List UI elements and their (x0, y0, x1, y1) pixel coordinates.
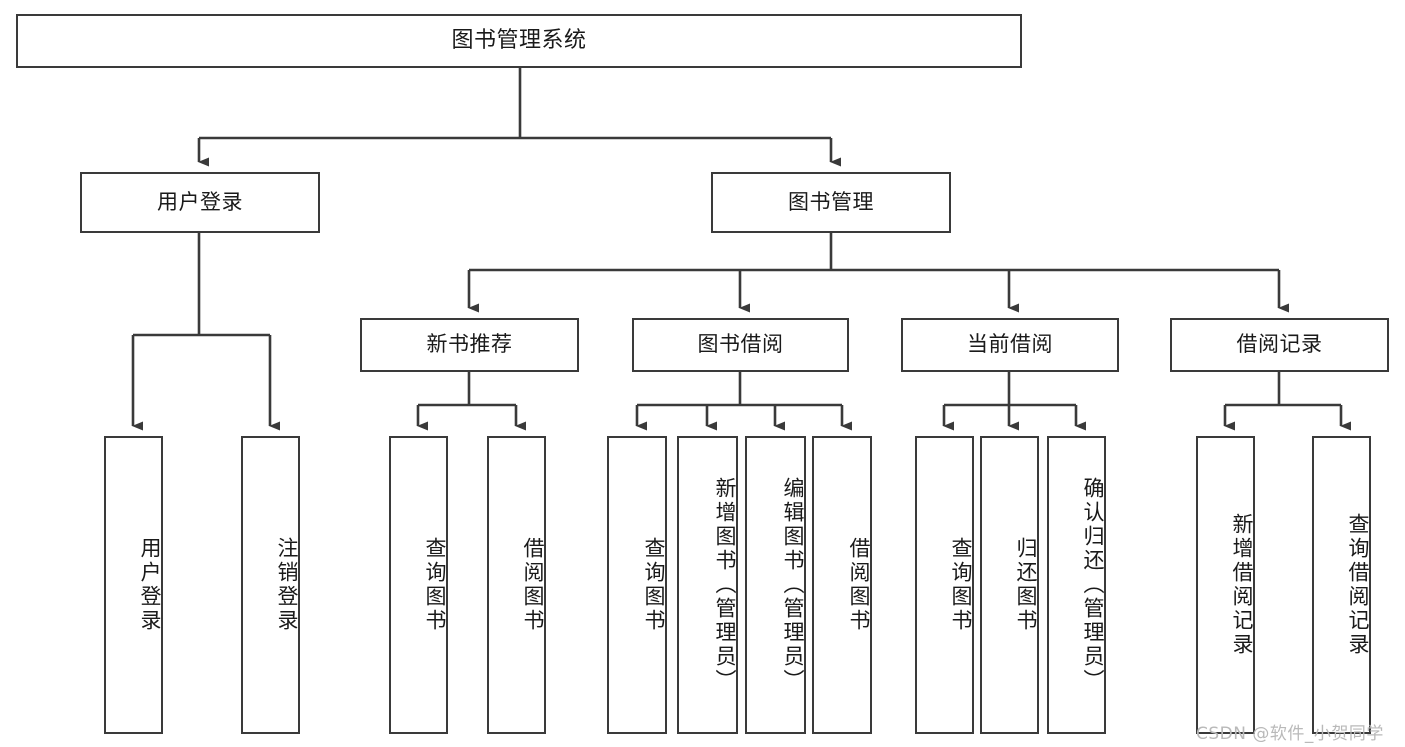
node-new-book-recommend[interactable]: 新书推荐 (360, 318, 579, 372)
leaf-user-login[interactable]: 用户登录 (104, 436, 163, 734)
leaf-add-book-admin[interactable]: 新增图书（管理员） (677, 436, 738, 734)
node-label: 新书推荐 (426, 332, 513, 357)
node-label: 借阅图书 (521, 537, 545, 633)
csdn-watermark: CSDN @软件_小贺同学 (1196, 724, 1384, 744)
leaf-query-borrow-record[interactable]: 查询借阅记录 (1312, 436, 1371, 734)
node-book-manage[interactable]: 图书管理 (711, 172, 951, 233)
edges-borrowrecord-to-leaves (1223, 372, 1351, 431)
leaf-edit-book-admin[interactable]: 编辑图书（管理员） (745, 436, 806, 734)
leaf-query-book-current[interactable]: 查询图书 (915, 436, 974, 734)
node-label: 注销登录 (275, 537, 299, 633)
node-label: 归还图书 (1014, 537, 1038, 633)
node-label: 编辑图书（管理员） (781, 477, 805, 693)
leaf-query-book-recommend[interactable]: 查询图书 (389, 436, 448, 734)
node-label: 查询图书 (642, 537, 666, 633)
node-borrow-record[interactable]: 借阅记录 (1170, 318, 1389, 372)
node-label: 确认归还（管理员） (1081, 477, 1105, 693)
edges-currentborrow-to-leaves (942, 372, 1086, 431)
node-label: 图书管理系统 (451, 27, 587, 53)
node-label: 查询图书 (423, 537, 447, 633)
node-label: 用户登录 (157, 189, 243, 214)
node-label: 新增借阅记录 (1230, 513, 1254, 657)
node-book-borrow[interactable]: 图书借阅 (632, 318, 849, 372)
leaf-query-book-borrow[interactable]: 查询图书 (607, 436, 667, 734)
node-label: 借阅记录 (1236, 332, 1323, 357)
node-label: 图书管理 (788, 189, 874, 214)
edges-bookmanage-to-level3 (467, 233, 1289, 313)
node-label: 当前借阅 (967, 332, 1053, 357)
node-label: 借阅图书 (847, 537, 871, 633)
node-current-borrow[interactable]: 当前借阅 (901, 318, 1119, 372)
node-label: 图书借阅 (697, 332, 784, 357)
edges-bookborrow-to-leaves (635, 372, 852, 431)
node-label: 新增图书（管理员） (713, 477, 737, 693)
leaf-borrow-book-borrow[interactable]: 借阅图书 (812, 436, 872, 734)
node-root-system[interactable]: 图书管理系统 (16, 14, 1022, 68)
node-user-login[interactable]: 用户登录 (80, 172, 320, 233)
edges-root-to-level2 (197, 68, 841, 167)
edges-newbook-to-leaves (416, 372, 526, 431)
node-label: 查询图书 (949, 537, 973, 633)
leaf-borrow-book-recommend[interactable]: 借阅图书 (487, 436, 546, 734)
leaf-return-book[interactable]: 归还图书 (980, 436, 1039, 734)
edges-userlogin-to-leaves (131, 233, 280, 431)
leaf-add-borrow-record[interactable]: 新增借阅记录 (1196, 436, 1255, 734)
node-label: 用户登录 (138, 537, 162, 633)
leaf-confirm-return-admin[interactable]: 确认归还（管理员） (1047, 436, 1106, 734)
node-label: 查询借阅记录 (1346, 513, 1370, 657)
leaf-user-logout[interactable]: 注销登录 (241, 436, 300, 734)
